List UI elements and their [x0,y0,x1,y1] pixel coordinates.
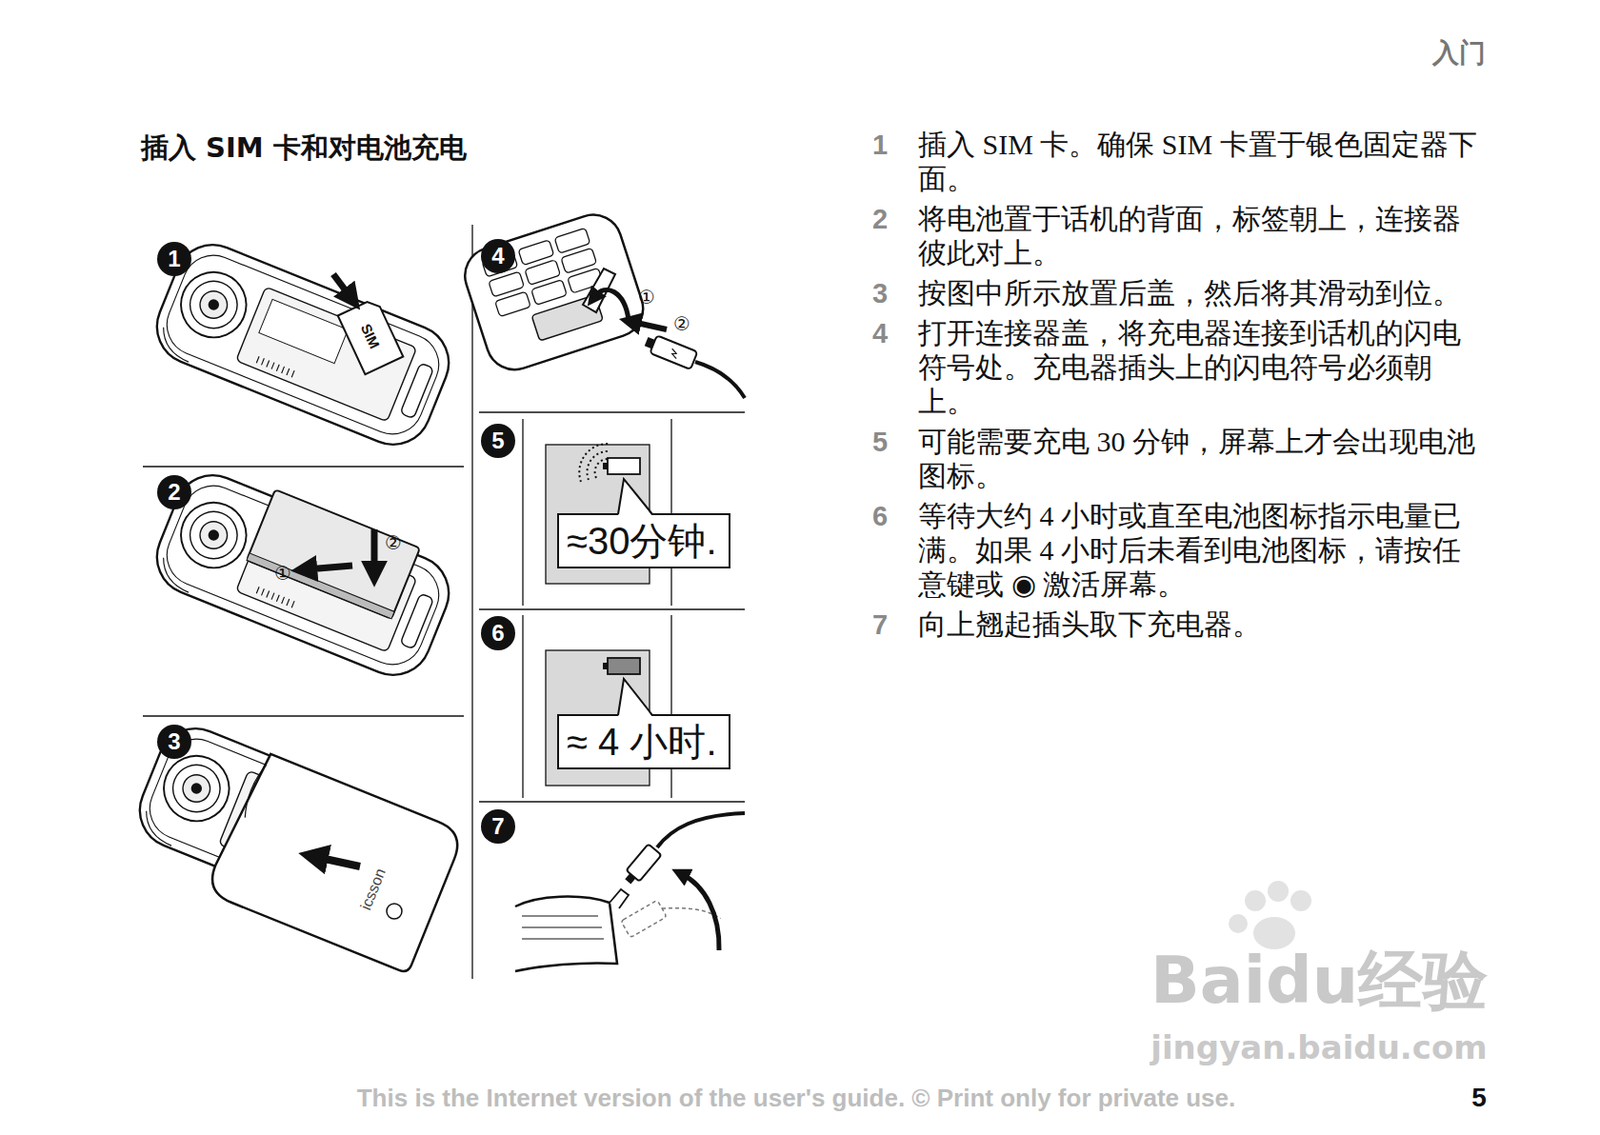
step-text: 插入 SIM 卡。确保 SIM 卡置于银色固定器下面。 [918,127,1486,197]
watermark-url: jingyan.baidu.com [1150,1028,1487,1067]
step-number: 4 [872,316,919,351]
step-number: 6 [491,620,504,647]
step-row: 3按图中所示放置后盖，然后将其滑动到位。 [872,276,1492,311]
step-number: 3 [872,276,919,311]
step-badge: 3 [157,724,192,760]
callout-text: ≈30分钟. [566,520,718,562]
step-row: 5可能需要充电 30 分钟，屏幕上才会出现电池图标。 [872,424,1492,494]
step-text: 将电池置于话机的背面，标签朝上，连接器彼此对上。 [918,201,1486,271]
step-badge: 1 [157,241,192,277]
footer-note: This is the Internet version of the user… [357,1083,1237,1114]
section-title: 插入 SIM 卡和对电池充电 [140,129,467,168]
step-number: 4 [491,242,504,270]
step-row: 4打开连接器盖，将充电器连接到话机的闪电符号处。充电器插头上的闪电符号必须朝上。 [872,316,1492,420]
step-marker: ② [384,531,402,555]
step-number: 2 [872,201,919,237]
step-row: 2将电池置于话机的背面，标签朝上，连接器彼此对上。 [872,201,1492,271]
watermark: Baidu经验 [1150,938,1488,1025]
step-badge: 2 [157,475,192,510]
page-number: 5 [1471,1082,1487,1114]
step-number: 2 [167,479,180,506]
running-header: 入门 [1432,35,1486,72]
step-number: 7 [872,607,919,642]
step-number: 5 [491,427,504,455]
step-number: 1 [167,245,180,273]
step-badge: 4 [480,239,516,274]
bubble-pointer [557,513,560,516]
step-number: 7 [491,813,504,840]
step-badge: 7 [480,809,516,844]
step-row: 7向上翘起插头取下充电器。 [872,607,1492,642]
callout-bubble: ≈ 4 小时. [557,714,731,770]
step-list: 1插入 SIM 卡。确保 SIM 卡置于银色固定器下面。2将电池置于话机的背面，… [872,127,1492,648]
step-text: 打开连接器盖，将充电器连接到话机的闪电符号处。充电器插头上的闪电符号必须朝上。 [918,316,1486,420]
step-badge: 6 [480,616,516,651]
step-text: 等待大约 4 小时或直至电池图标指示电量已满。如果 4 小时后未看到电池图标，请… [918,499,1486,602]
step-row: 1插入 SIM 卡。确保 SIM 卡置于银色固定器下面。 [872,127,1492,197]
step-number: 5 [872,424,919,460]
step-marker: ① [274,561,292,585]
step-text: 可能需要充电 30 分钟，屏幕上才会出现电池图标。 [918,424,1486,494]
step-number: 6 [872,499,919,534]
callout-text: ≈ 4 小时. [566,720,718,763]
step-row: 6等待大约 4 小时或直至电池图标指示电量已满。如果 4 小时后未看到电池图标，… [872,499,1492,602]
step-marker: ① [638,285,656,309]
step-text: 向上翘起插头取下充电器。 [918,607,1486,642]
step-marker: ② [673,312,691,336]
step-number: 1 [872,127,919,162]
step-badge: 5 [480,423,516,459]
bubble-pointer [557,714,560,717]
step-text: 按图中所示放置后盖，然后将其滑动到位。 [918,276,1486,311]
step-number: 3 [167,728,180,756]
callout-bubble: ≈30分钟. [557,513,731,569]
